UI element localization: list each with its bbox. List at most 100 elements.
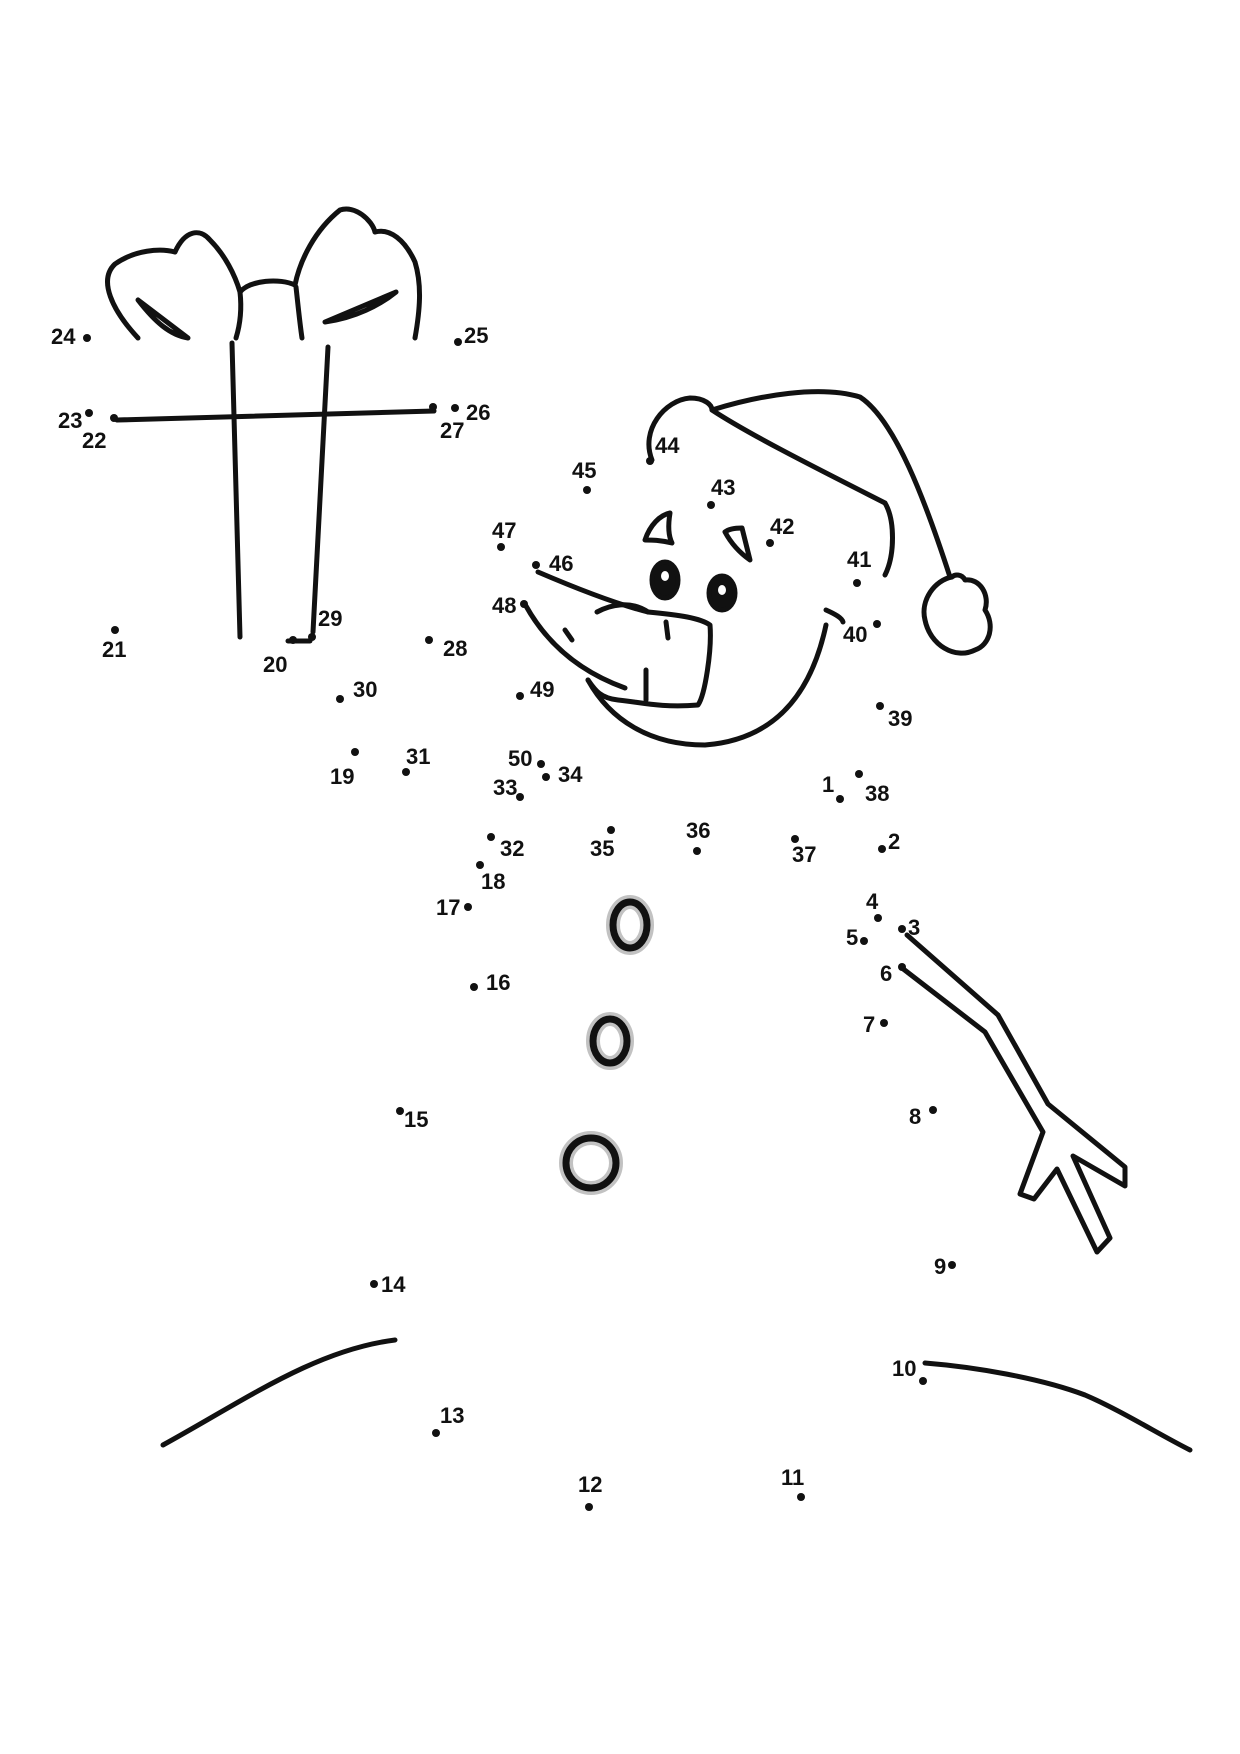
dot-number: 9 — [934, 1254, 946, 1279]
dot-marker — [470, 983, 478, 991]
dot-17: 17 — [436, 895, 472, 920]
dot-number: 19 — [330, 764, 354, 789]
dot-4: 4 — [866, 889, 882, 922]
dot-marker — [873, 620, 881, 628]
dot-marker — [898, 925, 906, 933]
dot-marker — [853, 579, 861, 587]
santa-hat — [646, 389, 993, 656]
dot-marker — [429, 403, 437, 411]
dot-number: 1 — [822, 772, 834, 797]
dot-marker — [880, 1019, 888, 1027]
dot-number: 48 — [492, 593, 516, 618]
dot-marker — [607, 826, 615, 834]
dot-number: 4 — [866, 889, 879, 914]
dot-43: 43 — [707, 475, 735, 509]
dot-marker — [85, 409, 93, 417]
dot-marker — [516, 692, 524, 700]
dot-number: 14 — [381, 1272, 406, 1297]
dot-number: 44 — [655, 433, 680, 458]
dot-number: 33 — [493, 775, 517, 800]
dot-32: 32 — [487, 833, 524, 861]
dot-marker — [351, 748, 359, 756]
dot-3: 3 — [898, 915, 920, 940]
dot-28: 28 — [425, 636, 467, 661]
dot-number: 30 — [353, 677, 377, 702]
dot-46: 46 — [532, 551, 573, 576]
dot-number: 32 — [500, 836, 524, 861]
dot-22: 22 — [82, 414, 118, 453]
dot-marker — [516, 793, 524, 801]
dot-35: 35 — [590, 826, 615, 861]
dot-marker — [111, 626, 119, 634]
dot-34: 34 — [542, 762, 583, 787]
dot-number: 35 — [590, 836, 614, 861]
dot-23: 23 — [58, 408, 93, 433]
dot-number: 6 — [880, 961, 892, 986]
dot-number: 12 — [578, 1472, 602, 1497]
dot-number: 50 — [508, 746, 532, 771]
stick-arm — [899, 932, 1128, 1255]
dot-number: 26 — [466, 400, 490, 425]
dot-42: 42 — [766, 514, 794, 547]
dot-marker — [336, 695, 344, 703]
dot-33: 33 — [493, 775, 524, 801]
dot-number: 16 — [486, 970, 510, 995]
dot-38: 38 — [855, 770, 889, 806]
dot-marker — [308, 633, 316, 641]
dot-41: 41 — [847, 547, 871, 587]
dot-number: 7 — [863, 1012, 875, 1037]
dot-number: 8 — [909, 1104, 921, 1129]
dot-number: 2 — [888, 829, 900, 854]
dot-number: 10 — [892, 1356, 916, 1381]
dot-27: 27 — [429, 403, 464, 443]
dot-number: 25 — [464, 323, 488, 348]
dot-47: 47 — [492, 518, 516, 551]
dot-marker — [425, 636, 433, 644]
dot-number: 18 — [481, 869, 505, 894]
dot-marker — [791, 835, 799, 843]
dot-number: 27 — [440, 418, 464, 443]
dot-49: 49 — [516, 677, 554, 702]
dot-marker — [83, 334, 91, 342]
dot-21: 21 — [102, 626, 126, 662]
dot-number: 45 — [572, 458, 596, 483]
dot-marker — [110, 414, 118, 422]
dot-number: 11 — [781, 1465, 804, 1490]
dot-number: 34 — [558, 762, 583, 787]
dot-number: 20 — [263, 652, 287, 677]
snowman-buttons — [559, 895, 654, 1195]
dot-marker — [919, 1377, 927, 1385]
dot-marker — [454, 338, 462, 346]
dot-6: 6 — [880, 961, 906, 986]
dot-marker — [693, 847, 701, 855]
dot-number: 22 — [82, 428, 106, 453]
dot-2: 2 — [878, 829, 900, 854]
dot-20: 20 — [263, 636, 297, 677]
dot-36: 36 — [686, 818, 710, 855]
dot-number: 15 — [404, 1107, 428, 1132]
dot-marker — [432, 1429, 440, 1437]
dot-marker — [646, 457, 654, 465]
dot-marker — [860, 937, 868, 945]
dot-marker — [289, 636, 297, 644]
dot-marker — [766, 539, 774, 547]
dot-marker — [797, 1493, 805, 1501]
dot-number: 47 — [492, 518, 516, 543]
dot-50: 50 — [508, 746, 545, 771]
dot-marker — [487, 833, 495, 841]
dot-number: 41 — [847, 547, 871, 572]
dot-number: 46 — [549, 551, 573, 576]
dot-marker — [929, 1106, 937, 1114]
dot-9: 9 — [934, 1254, 956, 1279]
dot-12: 12 — [578, 1472, 602, 1511]
dot-number: 21 — [102, 637, 126, 662]
dot-number: 36 — [686, 818, 710, 843]
dot-number: 3 — [908, 915, 920, 940]
dot-marker — [542, 773, 550, 781]
dot-marker — [476, 861, 484, 869]
dot-marker — [537, 760, 545, 768]
dot-37: 37 — [791, 835, 816, 867]
